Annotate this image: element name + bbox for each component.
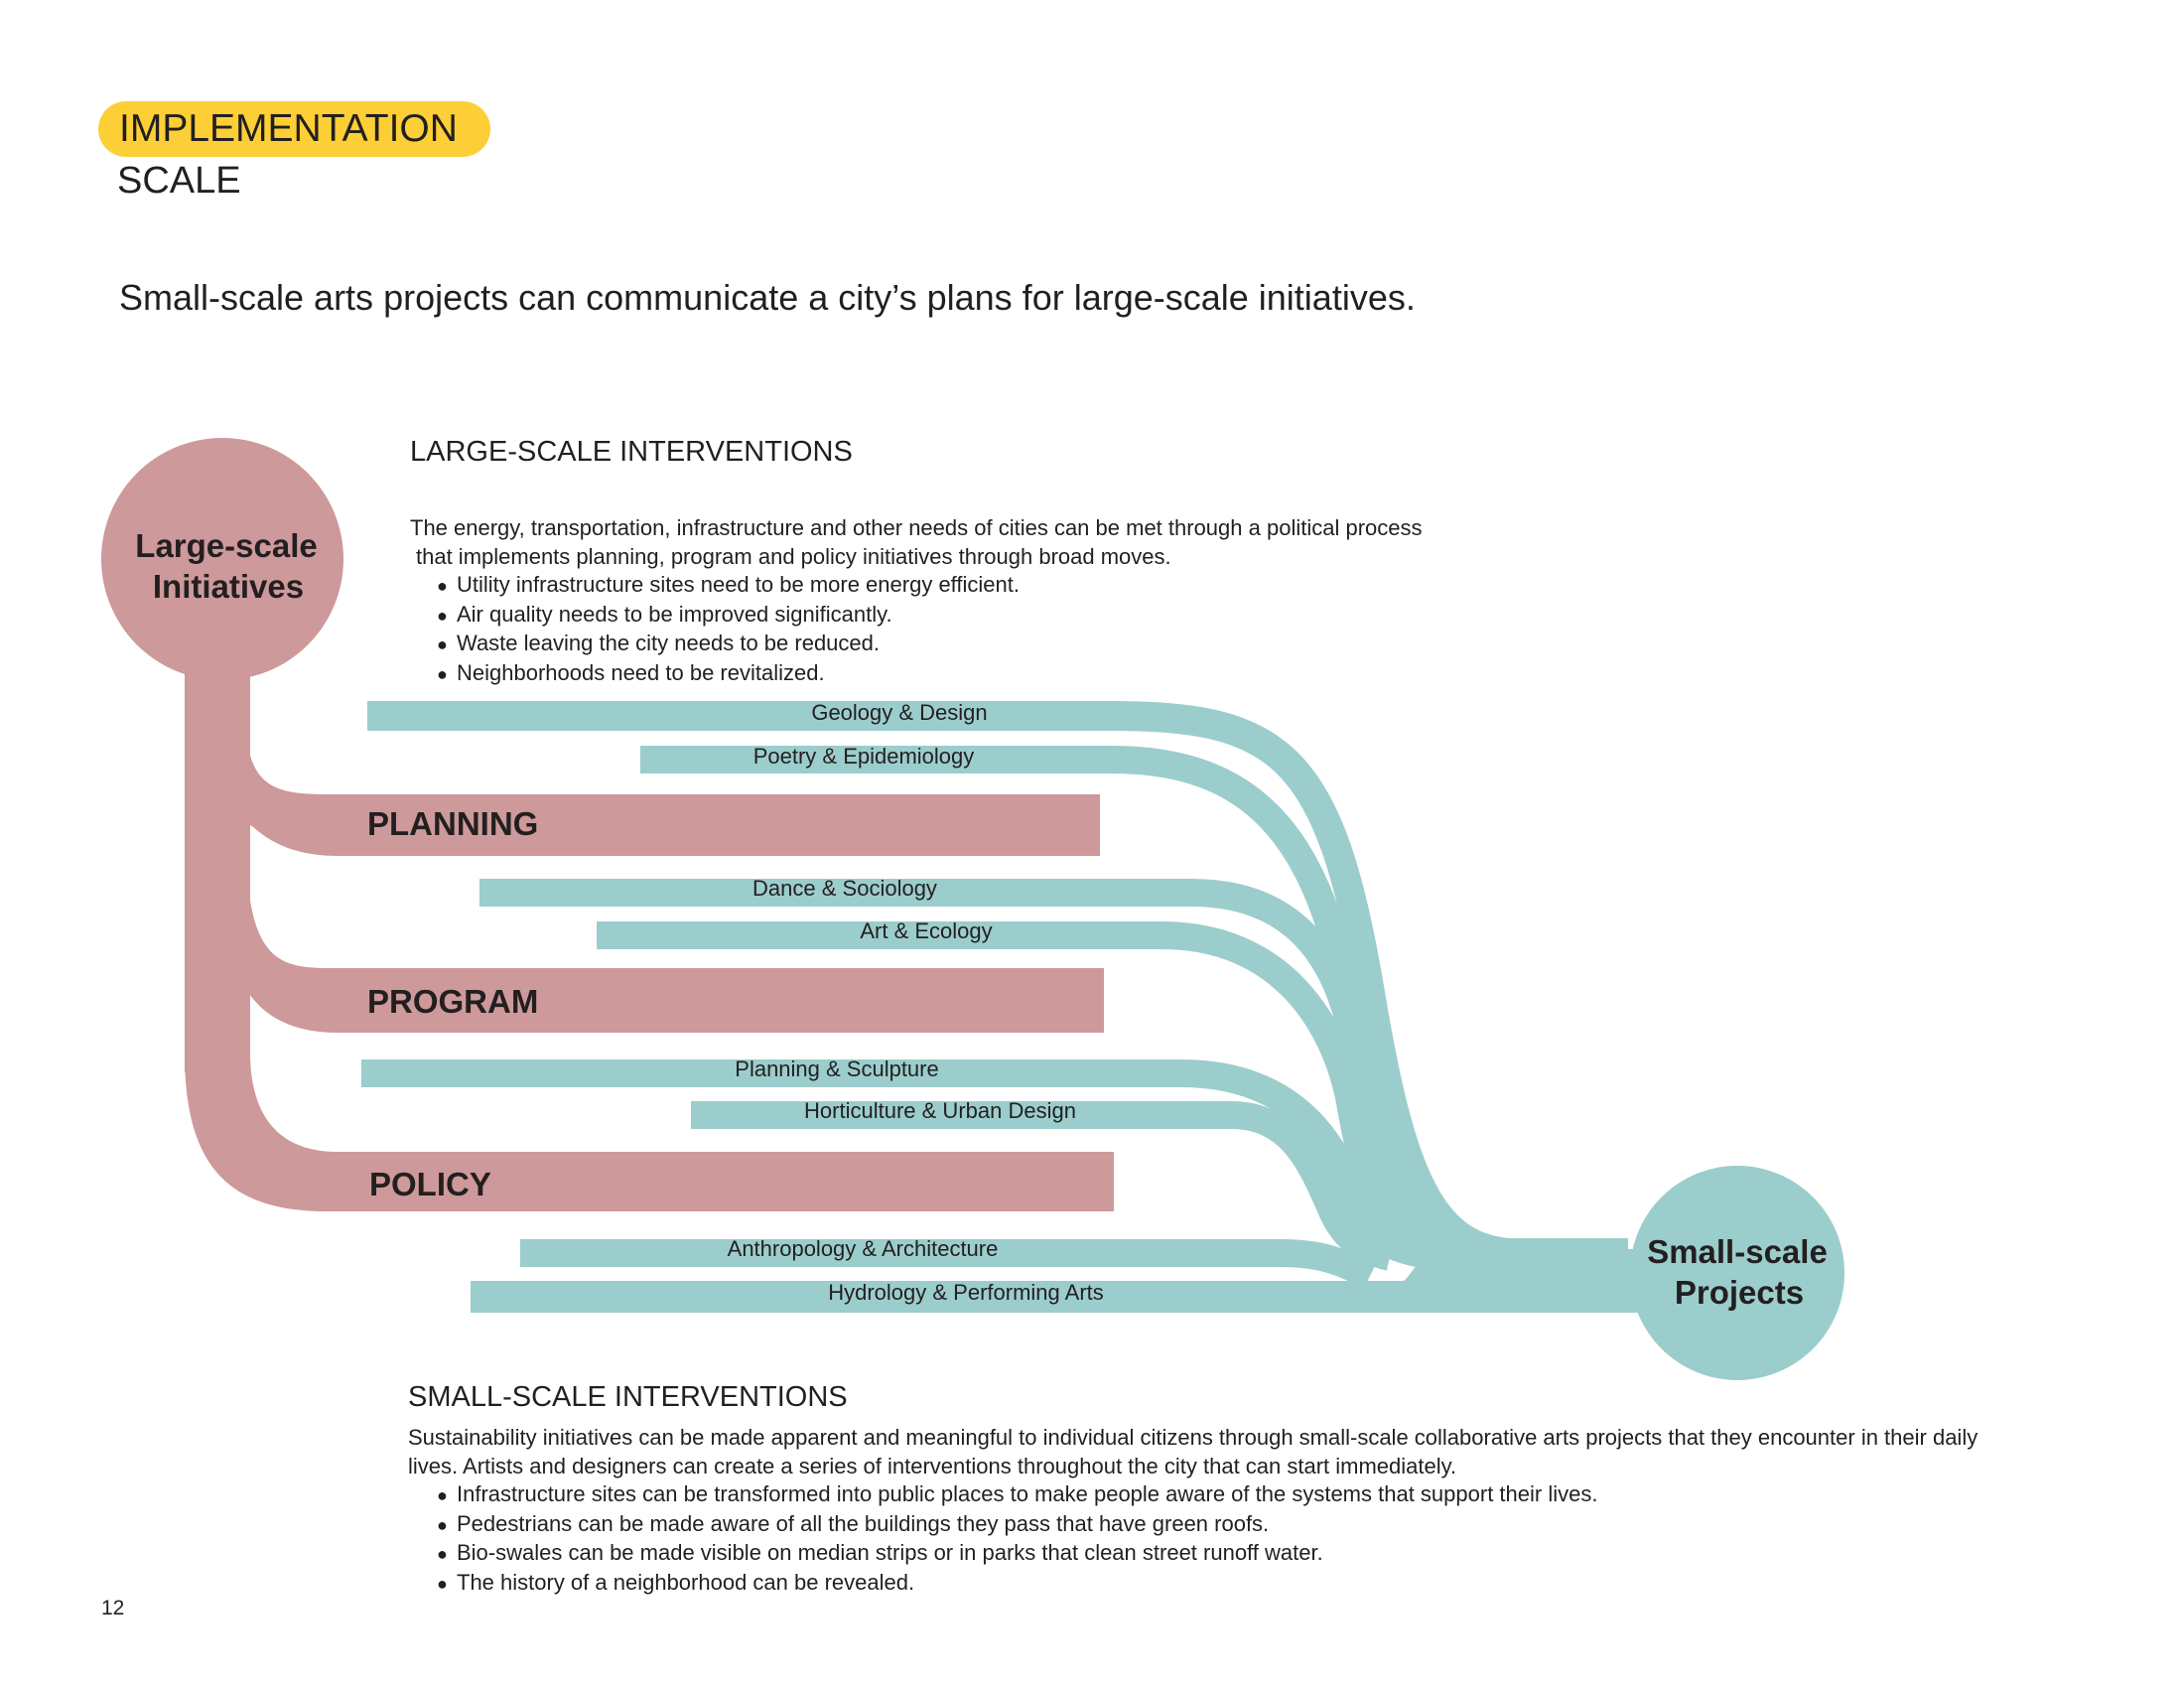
stream-planning-sculpture [361, 1059, 1433, 1269]
small-scale-title: SMALL-SCALE INTERVENTIONS [408, 1381, 848, 1413]
small-scale-paragraph: Sustainability initiatives can be made a… [408, 1424, 1978, 1480]
small-scale-node-label-1: Small-scale [1647, 1233, 1828, 1270]
stream-horticulture-urban-design [691, 1101, 1394, 1271]
small-scale-paragraph-line2: lives. Artists and designers can create … [408, 1453, 1457, 1478]
stream-art-ecology [597, 921, 1444, 1267]
large-scale-bullets: Utility infrastructure sites need to be … [437, 571, 1020, 688]
large-scale-node-label-2: Initiatives [153, 568, 304, 605]
stream-label: Anthropology & Architecture [728, 1236, 999, 1261]
large-scale-paragraph-line1: The energy, transportation, infrastructu… [410, 515, 1423, 540]
stream-label: Poetry & Epidemiology [753, 744, 975, 769]
small-scale-paragraph-line1: Sustainability initiatives can be made a… [408, 1425, 1979, 1450]
large-scale-paragraph-line2: that implements planning, program and po… [416, 543, 1171, 569]
section-subtitle: SCALE [117, 160, 241, 202]
stream-anthropology-architecture [520, 1239, 1377, 1289]
badge-label: IMPLEMENTATION [119, 107, 458, 150]
list-item: The history of a neighborhood can be rev… [437, 1569, 1597, 1599]
stream-label: Art & Ecology [860, 918, 992, 943]
list-item: Bio-swales can be made visible on median… [437, 1539, 1597, 1569]
stream-label: Horticulture & Urban Design [804, 1098, 1076, 1123]
large-scale-node-label-1: Large-scale [135, 527, 317, 564]
large-scale-node [101, 438, 343, 680]
small-scale-streams [361, 701, 1628, 1289]
implementation-badge [98, 101, 490, 157]
trunk [185, 655, 250, 1072]
stream-merge [1330, 1249, 1668, 1313]
branch-planning-label: PLANNING [367, 805, 538, 842]
list-item: Pedestrians can be made aware of all the… [437, 1510, 1597, 1540]
large-scale-title: LARGE-SCALE INTERVENTIONS [410, 436, 853, 468]
large-scale-paragraph: The energy, transportation, infrastructu… [410, 514, 1423, 571]
list-item: Waste leaving the city needs to be reduc… [437, 630, 1020, 659]
list-item: Infrastructure sites can be transformed … [437, 1480, 1597, 1510]
small-scale-bullets: Infrastructure sites can be transformed … [437, 1480, 1597, 1598]
stream-label: Dance & Sociology [752, 876, 937, 901]
page-number: 12 [101, 1597, 125, 1619]
small-scale-node-label-2: Projects [1675, 1274, 1804, 1311]
stream-label: Planning & Sculpture [735, 1056, 938, 1081]
stream-geology-design [367, 701, 1628, 1268]
list-item: Air quality needs to be improved signifi… [437, 601, 1020, 631]
stream-label: Geology & Design [811, 700, 987, 725]
list-item: Utility infrastructure sites need to be … [437, 571, 1020, 601]
branch-policy-bar [185, 1053, 1114, 1211]
branch-program-label: PROGRAM [367, 983, 538, 1020]
large-scale-tree [101, 438, 1114, 1211]
page-headline: Small-scale arts projects can communicat… [119, 277, 1416, 318]
list-item: Neighborhoods need to be revitalized. [437, 659, 1020, 689]
branch-planning-bar [246, 720, 1100, 856]
small-scale-node [1630, 1166, 1844, 1380]
stream-label: Hydrology & Performing Arts [828, 1280, 1104, 1305]
branch-policy-label: POLICY [369, 1166, 491, 1202]
branch-program-bar [246, 839, 1104, 1033]
